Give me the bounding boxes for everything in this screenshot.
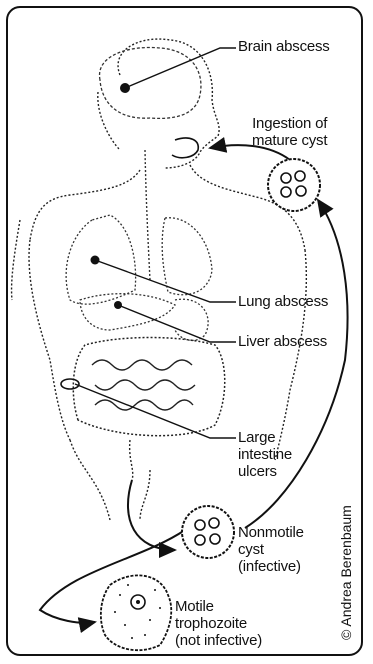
intestine-label-line-3: ulcers [238,463,292,480]
leader-lines [75,48,236,438]
liver [80,294,175,330]
intestine-label-line-2: intestine [238,446,292,463]
motile-label-line-1: Motile [175,598,262,615]
nonmotile-label-line-2: cyst [238,541,304,558]
lung-abscess-label: Lung abscess [238,293,328,310]
intestine-ulcers-label: Large intestine ulcers [238,429,292,480]
right-lung [162,218,212,295]
esophagus [145,150,150,280]
motile-trophozoite [101,575,171,650]
ingestion-label: Ingestion of mature cyst [252,115,327,149]
motile-label-line-2: trophozoite [175,615,262,632]
nonmotile-label-line-3: (infective) [238,558,304,575]
brain-abscess-label: Brain abscess [238,38,330,55]
nonmotile-label-line-1: Nonmotile [238,524,304,541]
nonmotile-cyst-label: Nonmotile cyst (infective) [238,524,304,575]
motile-label-line-3: (not infective) [175,632,262,649]
left-lung [66,215,135,304]
intestine-label-line-1: Large [238,429,292,446]
copyright-credit: © Andrea Berenbaum [338,505,354,640]
nonmotile-cyst [182,506,234,558]
ingestion-label-line-1: Ingestion of [252,115,327,132]
motile-trophozoite-label: Motile trophozoite (not infective) [175,598,262,649]
small-intestine [92,360,195,410]
brain-outline [100,47,201,118]
mature-cyst [268,159,320,211]
ingestion-label-line-2: mature cyst [252,132,327,149]
liver-abscess-label: Liver abscess [238,333,327,350]
